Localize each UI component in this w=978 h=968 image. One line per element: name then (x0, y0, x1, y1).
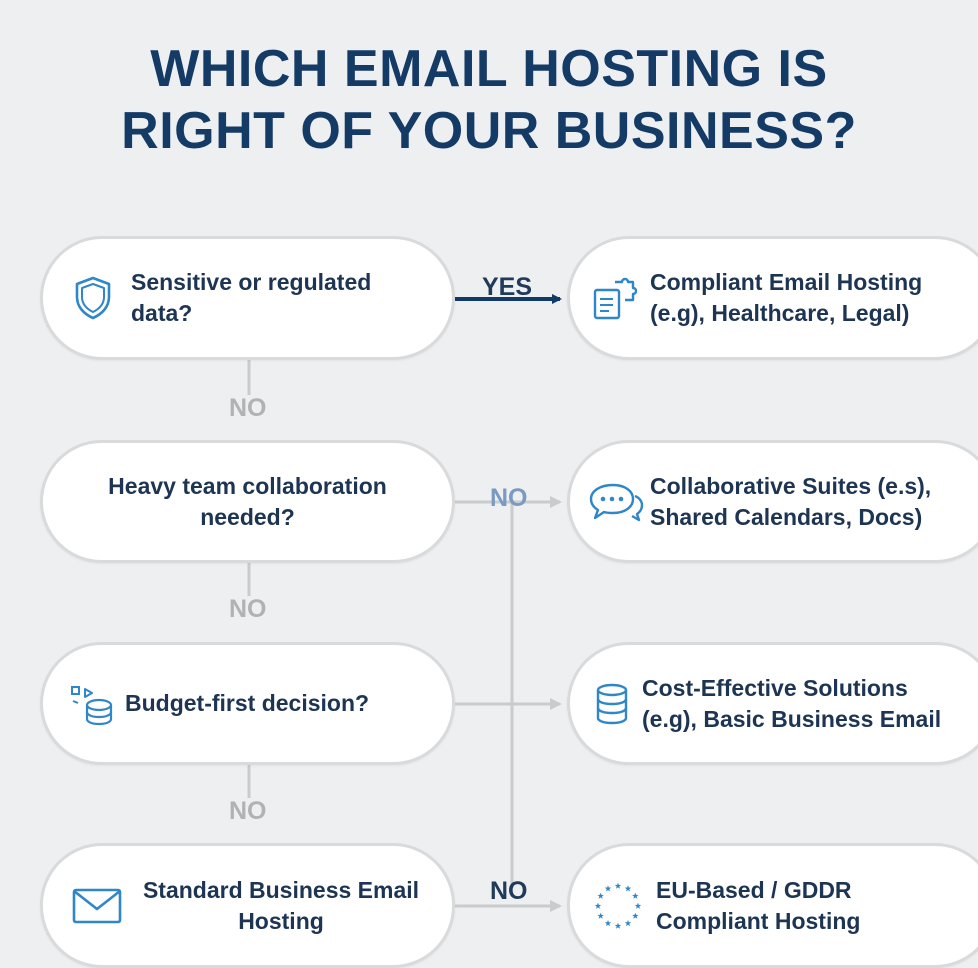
outcome-2-text: Collaborative Suites (e.s), Shared Calen… (650, 472, 932, 530)
question-3-text: Budget-first decision? (125, 690, 370, 716)
eu-star (604, 884, 612, 891)
eu-star (614, 882, 622, 889)
envelope-icon (71, 888, 123, 924)
eu-stars-icon (590, 879, 646, 933)
outcome-cost-effective: Cost-Effective Solutions (e.g), Basic Bu… (567, 642, 978, 765)
no-label-1: NO (229, 394, 267, 422)
page-title: WHICH EMAIL HOSTING IS RIGHT OF YOUR BUS… (0, 38, 978, 162)
shield-icon (71, 275, 115, 321)
database-icon (592, 682, 632, 726)
question-sensitive-data: Sensitive or regulated data? (40, 236, 455, 360)
no-label-right-2: NO (490, 877, 528, 905)
question-4-text: Standard Business Email Hosting (142, 876, 420, 934)
outcome-compliant-hosting: Compliant Email Hosting (e.g), Healthcar… (567, 236, 978, 360)
outcome-1-text: Compliant Email Hosting (e.g), Healthcar… (650, 269, 923, 326)
eu-star (632, 912, 639, 919)
eu-star (632, 892, 639, 899)
no-label-3: NO (229, 797, 267, 825)
eu-star (604, 919, 612, 926)
eu-star (624, 919, 632, 926)
title-line-2: RIGHT OF YOUR BUSINESS? (121, 102, 857, 160)
yes-label: YES (482, 273, 533, 301)
budget-coins-icon (67, 681, 117, 727)
outcome-eu-gdpr: EU-Based / GDDR Compliant Hosting (567, 843, 978, 968)
question-team-collaboration: Heavy team collaboration needed? (40, 440, 455, 563)
eu-star (624, 884, 632, 891)
eu-star (614, 922, 622, 929)
eu-star (594, 902, 602, 909)
eu-star (597, 892, 604, 899)
eu-star (634, 902, 642, 909)
chat-bubbles-icon (586, 482, 646, 522)
no-label-2: NO (229, 595, 267, 623)
outcome-3-text: Cost-Effective Solutions (e.g), Basic Bu… (642, 674, 942, 732)
question-1-text: Sensitive or regulated data? (131, 269, 372, 326)
question-standard-email: Standard Business Email Hosting (40, 843, 455, 968)
outcome-4-text: EU-Based / GDDR Compliant Hosting (656, 876, 861, 934)
document-puzzle-icon (590, 274, 638, 322)
eu-star (597, 912, 604, 919)
title-line-1: WHICH EMAIL HOSTING IS (150, 40, 828, 98)
no-label-right-1: NO (490, 484, 528, 512)
question-budget-first: Budget-first decision? (40, 642, 455, 765)
question-2-text: Heavy team collaboration needed? (108, 472, 387, 530)
outcome-collaborative-suites: Collaborative Suites (e.s), Shared Calen… (567, 440, 978, 563)
